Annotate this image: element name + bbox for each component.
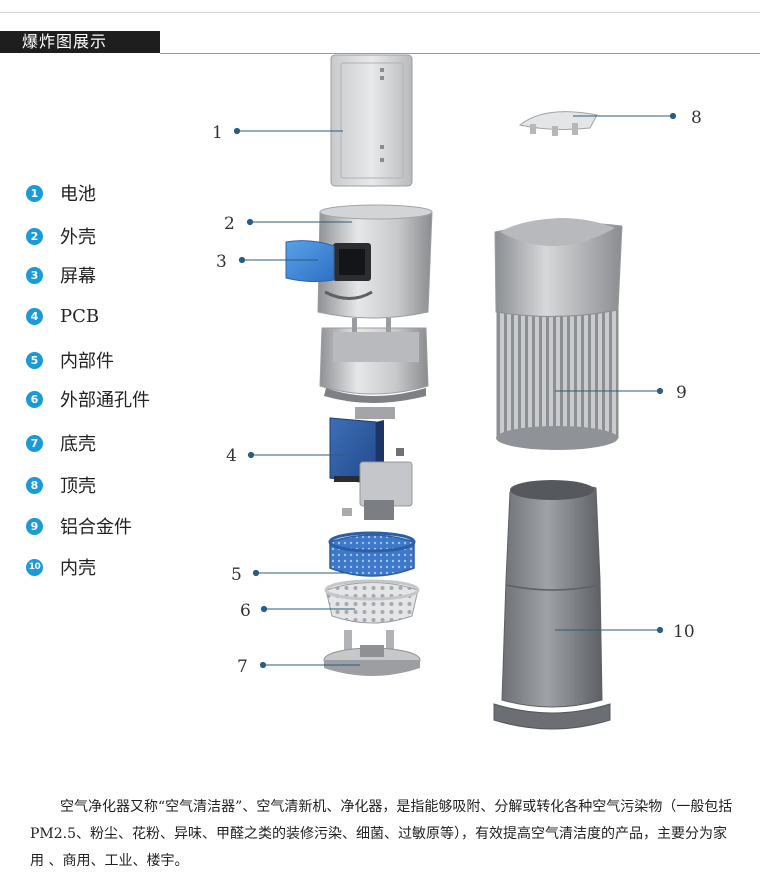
leader-dot-9 bbox=[656, 387, 664, 395]
legend-number-badge: 7 bbox=[26, 434, 43, 452]
legend-number-badge: 9 bbox=[26, 517, 43, 535]
leader-dot-4 bbox=[247, 451, 255, 459]
outer-shell-part bbox=[317, 204, 433, 319]
legend-number-badge: 6 bbox=[26, 390, 43, 408]
legend-label: 内部件 bbox=[60, 351, 114, 372]
callout-8: 8 bbox=[691, 108, 702, 128]
legend-number-badge: 1 bbox=[26, 184, 43, 202]
screen-part bbox=[285, 240, 335, 283]
page-title: 爆炸图展示 bbox=[22, 32, 108, 51]
legend-item: 8 顶壳 bbox=[26, 472, 96, 498]
inner-shell-part bbox=[493, 480, 611, 730]
legend-number-badge: 3 bbox=[26, 266, 43, 284]
legend-item: 9 铝合金件 bbox=[26, 513, 132, 539]
base-part bbox=[323, 630, 421, 676]
callout-6: 6 bbox=[240, 601, 251, 621]
legend-item: 2 外壳 bbox=[26, 223, 96, 249]
legend-item: 4 PCB bbox=[26, 306, 99, 327]
leader-dot-7 bbox=[259, 661, 267, 669]
legend-label: PCB bbox=[60, 306, 100, 327]
callout-1: 1 bbox=[212, 123, 223, 143]
middle-housing-part bbox=[319, 318, 429, 403]
legend-item: 5 内部件 bbox=[26, 347, 114, 373]
legend-label: 电池 bbox=[60, 184, 96, 205]
callout-4: 4 bbox=[226, 446, 237, 466]
title-underline bbox=[160, 53, 760, 54]
header-rule bbox=[0, 12, 760, 13]
leader-dot-2 bbox=[246, 218, 254, 226]
callout-3: 3 bbox=[216, 252, 227, 272]
leader-dot-5 bbox=[252, 569, 260, 577]
top-cap-part bbox=[518, 111, 598, 136]
legend-label: 内壳 bbox=[60, 558, 96, 579]
legend-label: 外部通孔件 bbox=[60, 390, 150, 411]
leader-dot-3 bbox=[238, 256, 246, 264]
leader-dot-10 bbox=[656, 626, 664, 634]
product-description: 空气净化器又称“空气清洁器”、空气清新机、净化器，是指能够吸附、分解或转化各种空… bbox=[30, 799, 733, 869]
aluminum-body-part bbox=[494, 218, 623, 450]
legend-item: 6 外部通孔件 bbox=[26, 386, 150, 412]
legend-label: 屏幕 bbox=[60, 266, 96, 287]
legend-label: 顶壳 bbox=[60, 476, 96, 497]
leader-dot-8 bbox=[669, 112, 677, 120]
legend-number-badge: 10 bbox=[26, 558, 43, 576]
leader-dot-1 bbox=[233, 127, 241, 135]
leader-dot-6 bbox=[260, 605, 268, 613]
legend-label: 外壳 bbox=[60, 227, 96, 248]
legend-number-badge: 4 bbox=[26, 308, 43, 325]
leader-lines bbox=[233, 112, 677, 669]
inner-ring-part bbox=[328, 531, 416, 577]
perforated-ring-part bbox=[324, 579, 420, 624]
callout-10: 10 bbox=[673, 622, 695, 642]
legend-item: 10 内壳 bbox=[26, 554, 96, 580]
legend-item: 1 电池 bbox=[26, 180, 96, 206]
legend-number-badge: 5 bbox=[26, 351, 43, 369]
callout-2: 2 bbox=[224, 214, 235, 234]
battery-part bbox=[330, 54, 413, 187]
legend-label: 铝合金件 bbox=[60, 517, 132, 538]
callout-7: 7 bbox=[237, 657, 248, 677]
pcb-part bbox=[329, 407, 413, 520]
title-tab bbox=[0, 31, 160, 53]
legend-number-badge: 2 bbox=[26, 227, 43, 245]
legend-number-badge: 8 bbox=[26, 476, 43, 494]
legend-label: 底壳 bbox=[60, 434, 96, 455]
callout-5: 5 bbox=[231, 565, 242, 585]
callout-9: 9 bbox=[676, 383, 687, 403]
legend-item: 7 底壳 bbox=[26, 430, 96, 456]
legend-item: 3 屏幕 bbox=[26, 262, 96, 288]
